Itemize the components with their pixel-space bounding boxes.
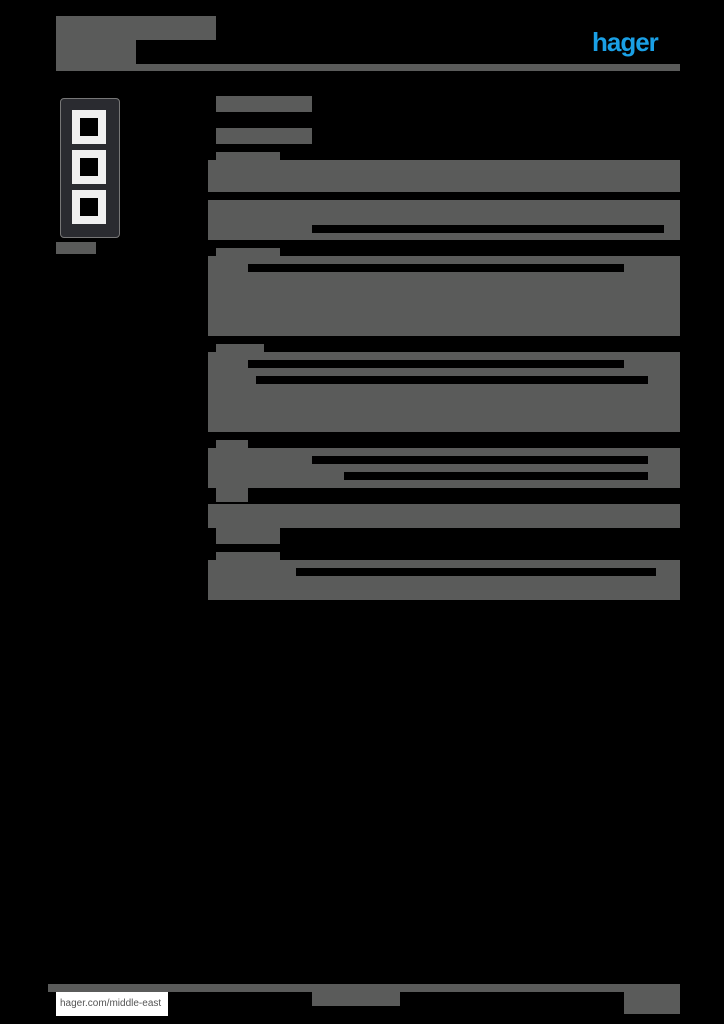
header-rule	[56, 64, 680, 71]
footer-rule	[48, 984, 680, 992]
footer-website-link[interactable]: hager.com/middle-east	[56, 992, 168, 1016]
footer-center-block	[312, 990, 400, 1006]
footer-right-block	[624, 990, 680, 1014]
product-title	[216, 96, 312, 112]
hager-logo: hager	[592, 27, 659, 57]
product-image-triple-frame	[60, 98, 120, 238]
product-caption	[56, 242, 96, 254]
product-subtitle	[216, 128, 312, 144]
